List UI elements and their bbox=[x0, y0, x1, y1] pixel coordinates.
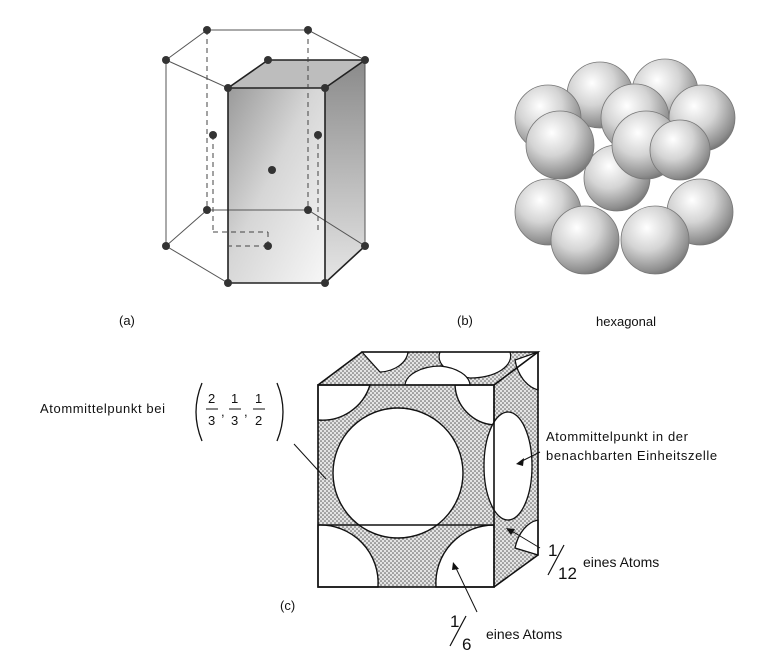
annotation-twelfth: 1 12 eines Atoms bbox=[506, 528, 659, 583]
sixth-arrow bbox=[454, 565, 478, 613]
annotation-sixth: 1 6 eines Atoms bbox=[449, 562, 562, 654]
right-paren bbox=[276, 382, 284, 442]
left-paren bbox=[195, 382, 203, 442]
shaded-front-face bbox=[228, 88, 325, 283]
center-atom-arrow bbox=[293, 443, 327, 480]
coord-z-denominator: 2 bbox=[255, 413, 262, 428]
panel-c-label: (c) bbox=[280, 598, 295, 613]
sixth-denominator: 6 bbox=[462, 635, 471, 654]
comma: , bbox=[221, 404, 225, 419]
cell-edges bbox=[317, 351, 541, 588]
panel-a-label: (a) bbox=[119, 313, 135, 328]
sixth-text: eines Atoms bbox=[486, 626, 562, 642]
coordinate-fractions: 2 3 , 1 3 , 1 2 bbox=[206, 391, 265, 428]
vertical-edges bbox=[165, 60, 366, 246]
panel-c-cell bbox=[317, 351, 541, 588]
twelfth-arrow bbox=[509, 529, 541, 549]
coord-y-numerator: 1 bbox=[231, 391, 238, 406]
coord-x-denominator: 3 bbox=[208, 413, 215, 428]
twelfth-numerator: 1 bbox=[548, 541, 557, 560]
neighbor-arrowhead bbox=[516, 458, 524, 466]
panel-b-spheres bbox=[514, 58, 736, 275]
comma: , bbox=[244, 404, 248, 419]
coord-x-numerator: 2 bbox=[208, 391, 215, 406]
coord-y-denominator: 3 bbox=[231, 413, 238, 428]
side-atom-sections bbox=[483, 351, 539, 556]
sixth-numerator: 1 bbox=[450, 612, 459, 631]
neighbor-atom-line2: benachbarten Einheitszelle bbox=[546, 448, 718, 463]
atom-sections bbox=[317, 384, 495, 588]
shaded-side-face bbox=[325, 60, 365, 283]
center-atom-label: Atommittelpunkt bei bbox=[40, 401, 166, 416]
panel-a-unit-cell bbox=[162, 26, 369, 287]
annotation-center-atom: Atommittelpunkt bei 2 3 , 1 3 , 1 2 bbox=[40, 382, 327, 480]
sixth-arrowhead bbox=[452, 562, 459, 570]
twelfth-denominator: 12 bbox=[558, 564, 577, 583]
annotation-neighbor-atom: Atommittelpunkt in der benachbarten Einh… bbox=[516, 429, 718, 466]
coord-z-numerator: 1 bbox=[255, 391, 262, 406]
shaded-top-face bbox=[228, 60, 365, 88]
twelfth-arrowhead bbox=[506, 528, 515, 535]
panel-b-caption: hexagonal bbox=[596, 314, 656, 329]
neighbor-atom-line1: Atommittelpunkt in der bbox=[546, 429, 689, 444]
twelfth-text: eines Atoms bbox=[583, 554, 659, 570]
panel-b-label: (b) bbox=[457, 313, 473, 328]
lattice-atoms bbox=[162, 26, 369, 287]
top-atom-sections bbox=[360, 351, 512, 386]
